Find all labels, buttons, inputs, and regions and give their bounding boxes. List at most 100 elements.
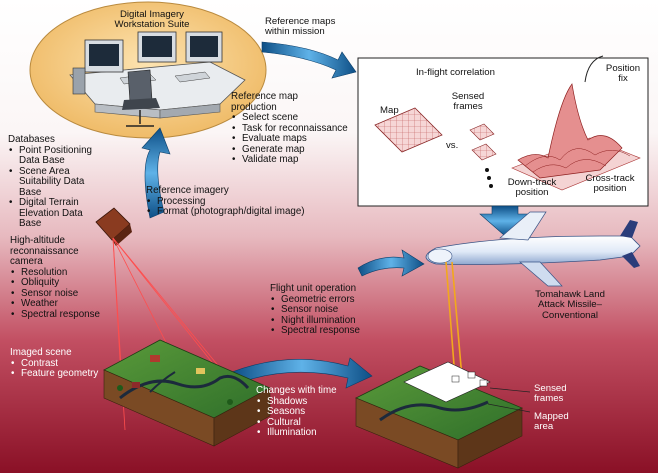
camera-item: Obliquity [10,277,100,289]
position-fix-line: Position [605,63,641,74]
mapped-area-leader [487,403,531,413]
databases-item-line: Data Base [19,155,65,166]
sensed-terrain [355,361,531,469]
reference-imagery-item: Processing [146,196,305,208]
sensed-frames-leader [489,387,531,393]
downtrack-line: position [515,187,549,199]
sensed-frames-label: Sensed frames [440,91,496,113]
arrow-to-correlation [261,41,357,79]
flight-unit-block: Flight unit operation Geometric errors S… [270,283,360,337]
flight-unit-item: Geometric errors [270,294,360,306]
crosstrack-line: position [593,183,627,195]
sensed-frames-callout: Sensed frames [534,383,567,405]
downtrack-label: Down-track position [502,177,562,199]
camera-block: High-altitude reconnaissance camera Reso… [10,235,100,321]
databases-item-line: Point Positioning [19,144,92,156]
production-list: Select scene Task for reconnaissance Eva… [231,112,348,166]
camera-item: Weather [10,298,100,310]
databases-heading: Databases [8,134,55,145]
production-heading-line: Reference map [231,91,298,102]
changes-heading: Changes with time [256,385,337,396]
sensed-frame-marker [451,375,460,383]
flight-unit-item: Night illumination [270,315,360,327]
mapped-area-callout-line: area [534,421,554,433]
workstation-title-line: Digital Imagery [120,9,184,20]
position-fix-label: Position fix [604,63,642,85]
imaged-scene-terrain [103,339,271,447]
databases-item-line: Suitability Data [19,176,85,187]
imaged-scene-heading: Imaged scene [10,347,72,358]
sensed-frame-marker [467,371,476,379]
sensed-frames-line: Sensed [451,91,485,102]
imaged-scene-block: Imaged scene Contrast Feature geometry [10,347,98,380]
databases-item-line: Base [19,186,42,198]
production-item: Evaluate maps [231,133,348,145]
camera-heading-line: reconnaissance [10,245,79,257]
changes-list: Shadows Seasons Cultural Illumination [256,396,337,439]
tomahawk-missile [425,211,641,287]
sensed-frame-marker [479,379,488,387]
changes-item: Shadows [256,396,337,408]
camera-item: Spectral response [10,309,100,321]
changes-block: Changes with time Shadows Seasons Cultur… [256,385,337,439]
databases-item-line: Digital Terrain [19,197,79,208]
camera-heading-line: High-altitude [10,235,66,246]
missile-label-line: Attack Missile– [538,299,602,311]
production-item: Validate map [231,154,348,166]
reference-imagery-item: Format (photograph/digital image) [146,206,305,218]
databases-item-line: Elevation Data [19,207,83,219]
flight-unit-heading: Flight unit operation [270,283,357,294]
production-heading-line: production [231,101,277,113]
missile-sight-lines [445,261,463,379]
workstation-title-line: Workstation Suite [114,19,190,31]
reference-map-production: Reference map production Select scene Ta… [231,91,348,166]
missile-label-line: Conventional [541,309,598,321]
production-item: Generate map [231,144,348,156]
vs-label: vs. [446,140,459,151]
reference-imagery: Reference imagery Processing Format (pho… [146,185,305,218]
missile-label: Tomahawk Land Attack Missile– Convention… [522,289,618,321]
changes-item: Cultural [256,417,337,429]
map-label: Map [380,105,399,116]
flight-unit-item: Sensor noise [270,304,360,316]
arrow-flight-unit [357,249,425,277]
map-grid [374,107,443,153]
camera-list: Resolution Obliquity Sensor noise Weathe… [10,267,100,321]
reconnaissance-camera [95,207,132,246]
reference-maps-line: Reference maps [265,16,336,27]
workstation-illustration [29,1,267,139]
mapped-area-callout: Mapped area [534,411,569,433]
changes-item: Illumination [256,427,337,439]
changes-item: Seasons [256,406,337,418]
correlation-title: In-flight correlation [416,67,495,78]
reference-maps-line: within mission [265,26,325,38]
imaged-scene-item: Contrast [10,358,98,370]
sensed-frames-callout-line: Sensed [534,383,567,394]
sensed-frame [471,143,497,161]
flight-unit-item: Spectral response [270,325,360,337]
imaged-scene-item: Feature geometry [10,368,98,380]
correlation-surface [511,83,641,191]
camera-heading-line: camera [10,256,43,267]
imaged-scene-list: Contrast Feature geometry [10,358,98,380]
flow-arrows [141,41,531,389]
downtrack-line: Down-track [507,177,557,188]
mapped-area-callout-line: Mapped [534,411,569,422]
workstation-title: Digital Imagery Workstation Suite [106,9,198,31]
missile-label-line: Tomahawk Land [535,289,605,300]
correlation-panel [357,55,649,207]
camera-item: Sensor noise [10,288,100,300]
arrow-scene-to-frames [231,357,373,389]
reference-imagery-heading: Reference imagery [146,185,229,196]
sensed-frames-callout-line: frames [534,393,564,405]
reference-maps-label: Reference maps within mission [265,16,336,38]
sensed-frames-line: frames [453,101,483,113]
crosstrack-label: Cross-track position [578,173,642,195]
sensed-frame [469,123,495,141]
